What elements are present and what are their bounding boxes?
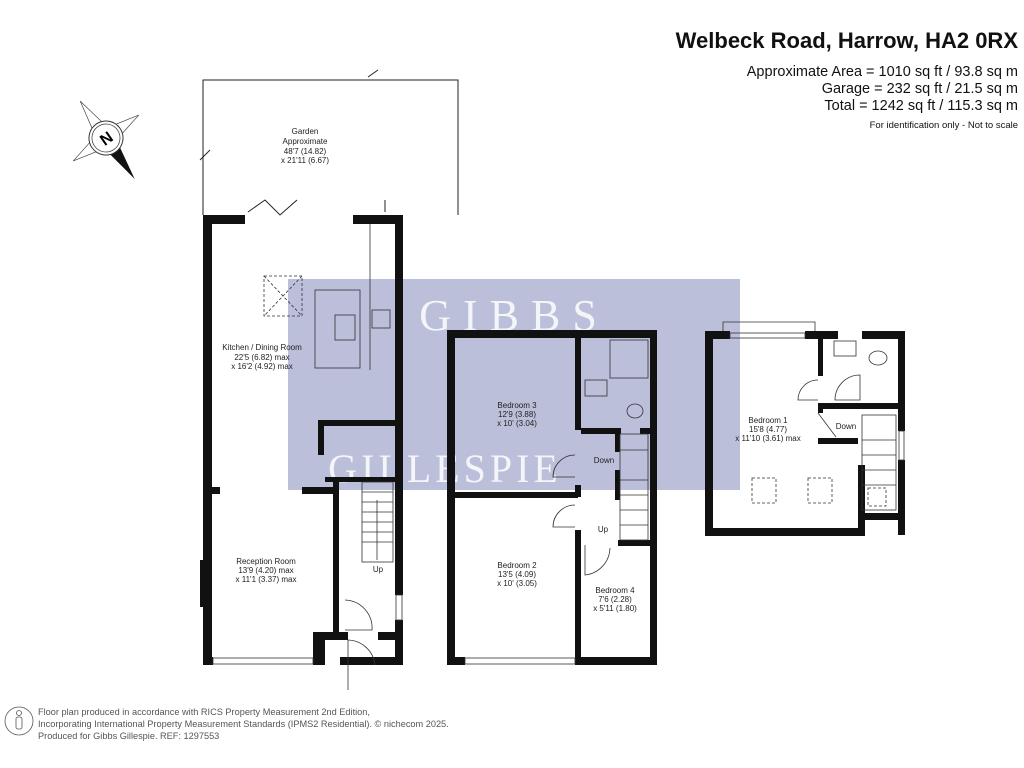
- garden-dimension-2: x 21'11 (6.67): [281, 156, 329, 165]
- garden-label: Garden: [292, 127, 319, 136]
- stairs-down-label-second: Down: [836, 422, 856, 431]
- second-floor: [705, 331, 905, 536]
- bedroom4-dimension-1: 7'6 (2.28): [598, 595, 632, 604]
- footer-line-1: Floor plan produced in accordance with R…: [38, 707, 370, 717]
- bedroom1-label: Bedroom 1: [748, 416, 788, 425]
- stairs-up-label-first: Up: [598, 525, 609, 534]
- stairs-up-label: Up: [373, 565, 384, 574]
- bedroom1-dimension-1: 15'8 (4.77): [749, 425, 787, 434]
- reception-dimension-2: x 11'1 (3.37) max: [236, 575, 297, 584]
- scale-disclaimer: For identification only - Not to scale: [869, 120, 1018, 131]
- first-floor: [447, 330, 657, 665]
- reception-label: Reception Room: [236, 557, 296, 566]
- bedroom2-dimension-1: 13'5 (4.09): [498, 570, 536, 579]
- approximate-area: Approximate Area = 1010 sq ft / 93.8 sq …: [746, 64, 1018, 80]
- garden-label-approx: Approximate: [283, 137, 328, 146]
- reception-dimension-1: 13'9 (4.20) max: [238, 566, 293, 575]
- person-icon: [4, 706, 34, 736]
- footer-disclaimer: Floor plan produced in accordance with R…: [38, 706, 449, 742]
- garden-dimension-1: 48'7 (14.82): [284, 147, 327, 156]
- stairs-down-label-first: Down: [594, 456, 614, 465]
- bedroom3-dimension-1: 12'9 (3.88): [498, 410, 536, 419]
- bedroom4-dimension-2: x 5'11 (1.80): [593, 604, 637, 613]
- kitchen-dimension-1: 22'5 (6.82) max: [234, 353, 289, 362]
- bedroom3-dimension-2: x 10' (3.04): [497, 419, 537, 428]
- footer-line-2: Incorporating International Property Mea…: [38, 719, 449, 729]
- compass-icon: N: [72, 100, 140, 179]
- kitchen-dimension-2: x 16'2 (4.92) max: [231, 362, 293, 371]
- ground-floor: [200, 215, 403, 665]
- footer-line-3: Produced for Gibbs Gillespie. REF: 12975…: [38, 731, 220, 741]
- property-address-title: Welbeck Road, Harrow, HA2 0RX: [675, 28, 1018, 53]
- garden-outline: [199, 69, 459, 216]
- watermark-text-2: GILLESPIE: [328, 446, 562, 491]
- kitchen-label: Kitchen / Dining Room: [222, 343, 302, 352]
- bedroom1-dimension-2: x 11'10 (3.61) max: [735, 434, 800, 443]
- garage-area: Garage = 232 sq ft / 21.5 sq m: [821, 81, 1018, 97]
- total-area: Total = 1242 sq ft / 115.3 sq m: [824, 98, 1018, 114]
- bedroom4-label: Bedroom 4: [595, 586, 635, 595]
- bedroom2-dimension-2: x 10' (3.05): [497, 579, 537, 588]
- bedroom3-label: Bedroom 3: [497, 401, 537, 410]
- watermark-logo: GIBBS GILLESPIE: [288, 279, 740, 491]
- bedroom2-label: Bedroom 2: [497, 561, 537, 570]
